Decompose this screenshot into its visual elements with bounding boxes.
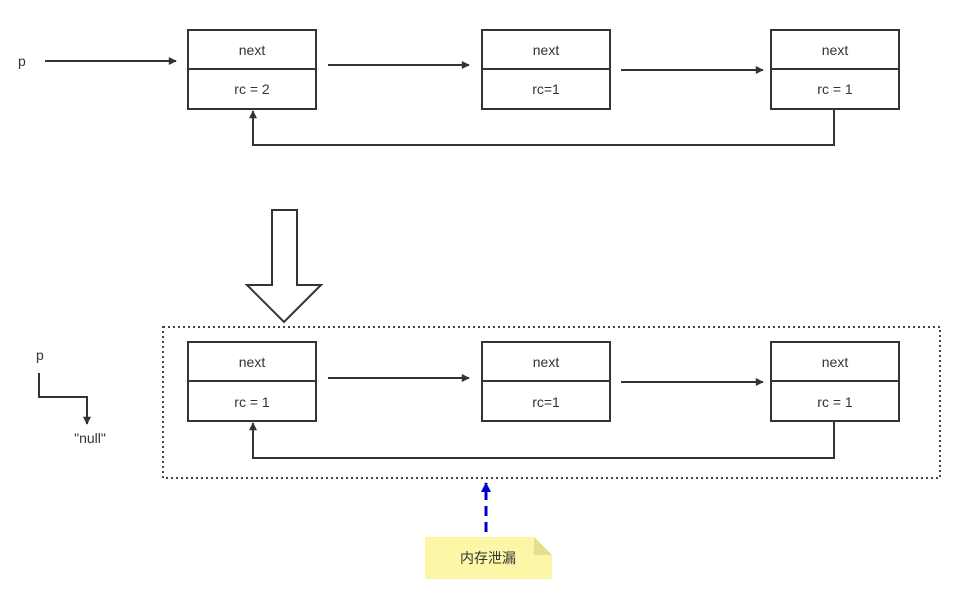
- bottom-node-2: next rc=1: [481, 341, 611, 422]
- top-node-2-rc-label: rc=1: [532, 81, 560, 97]
- bottom-node-1-rc-label: rc = 1: [234, 394, 270, 410]
- bottom-node-3-next-label: next: [822, 354, 849, 370]
- bottom-cycle-back-arrow: [249, 421, 835, 459]
- top-node-2: next rc=1: [481, 29, 611, 110]
- null-label: "null": [74, 430, 106, 446]
- bottom-node-2-next-label: next: [533, 354, 560, 370]
- top-pointer-label: p: [18, 53, 26, 69]
- top-cycle-back-arrow: [249, 109, 835, 146]
- leak-sticky-note: 内存泄漏: [425, 537, 552, 579]
- bottom-node-3: next rc = 1: [770, 341, 900, 422]
- bottom-node-2-rc-label: rc=1: [532, 394, 560, 410]
- leak-note-text: 内存泄漏: [460, 551, 516, 567]
- top-node-1-next-label: next: [239, 42, 266, 58]
- top-node-2-next-label: next: [533, 42, 560, 58]
- top-node-1: next rc = 2: [187, 29, 317, 110]
- transition-down-arrow: [244, 209, 324, 324]
- top-node-3: next rc = 1: [770, 29, 900, 110]
- bottom-pointer-label: p: [36, 347, 44, 363]
- top-node-1-rc-label: rc = 2: [234, 81, 270, 97]
- leaked-region-dotted-border: [162, 326, 941, 479]
- bottom-node-1: next rc = 1: [187, 341, 317, 422]
- top-node-3-rc-label: rc = 1: [817, 81, 853, 97]
- bottom-pointer-null-arrow: [38, 373, 91, 425]
- top-node-3-next-label: next: [822, 42, 849, 58]
- bottom-node-1-next-label: next: [239, 354, 266, 370]
- bottom-node-3-rc-label: rc = 1: [817, 394, 853, 410]
